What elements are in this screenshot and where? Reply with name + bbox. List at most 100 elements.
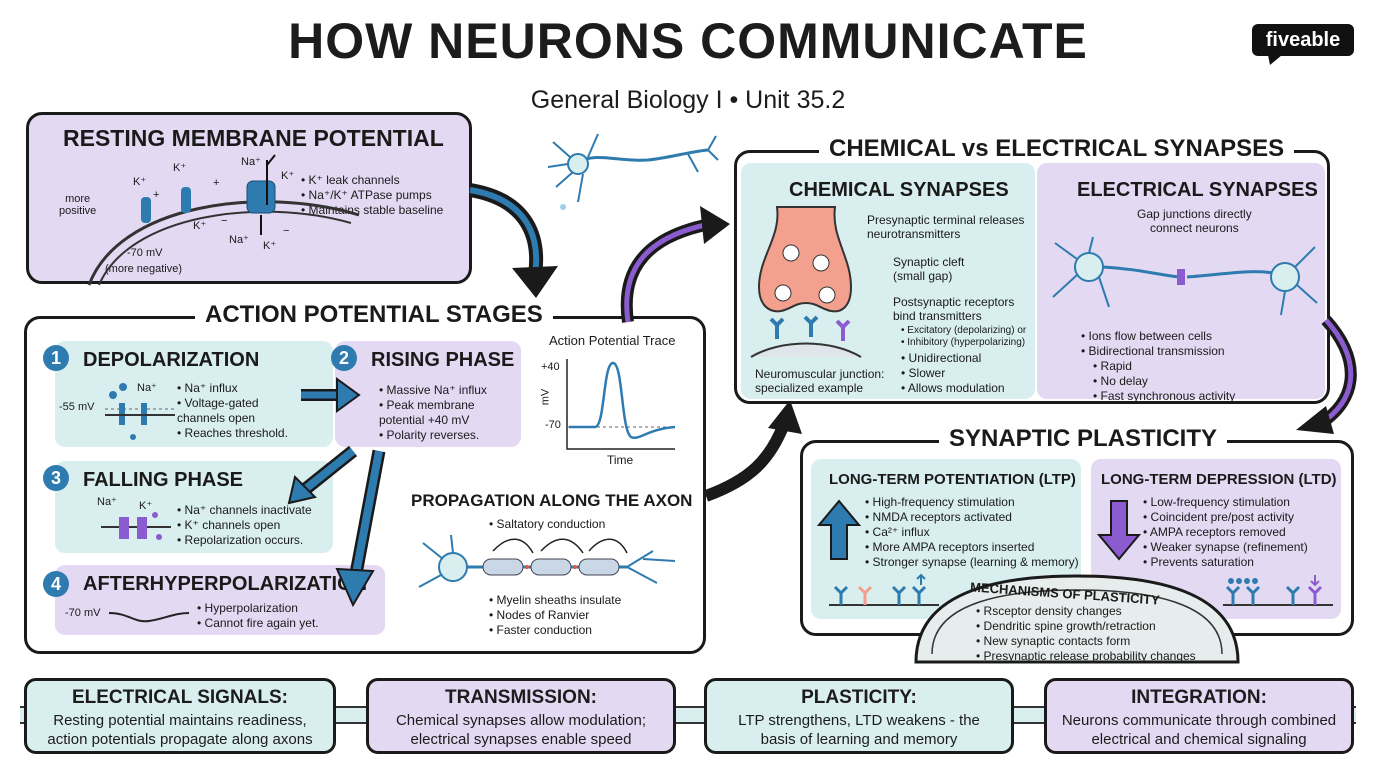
chemical-sub-bullets: Excitatory (depolarizing) or Inhibitory … (901, 325, 1026, 349)
stage-bullet: Massive Na⁺ influx (379, 383, 499, 398)
neuron-illustration (547, 133, 719, 210)
ltd-bullet: AMPA receptors removed (1143, 525, 1308, 540)
plus-sign: + (213, 177, 220, 189)
resting-bullets: K⁺ leak channels Na⁺/K⁺ ATPase pumps Mai… (301, 173, 444, 218)
stage-bullet: Na⁺ influx (177, 381, 297, 396)
ion-k-label: K⁺ (133, 176, 147, 188)
propagation-bullet: Faster conduction (489, 623, 621, 638)
stage-name: DEPOLARIZATION (83, 349, 260, 371)
stage-bullet: Repolarization occurs. (177, 533, 312, 548)
flow-arrow (468, 183, 558, 298)
stage-depolarization: 1 DEPOLARIZATION Na⁺ influx Voltage-gate… (43, 341, 333, 447)
electrical-sub-bullet: No delay (1081, 374, 1235, 389)
stage-arrow (301, 377, 361, 413)
stage-falling: 3 FALLING PHASE Na⁺ channels inactivate … (43, 461, 333, 553)
stage-bullet: Hyperpolarization (197, 601, 319, 616)
ltp-receptors (829, 573, 939, 606)
presynaptic-label: Presynaptic terminal releases neurotrans… (867, 213, 1025, 241)
propagation-bullet: Nodes of Ranvier (489, 608, 621, 623)
resting-bullet: K⁺ leak channels (301, 173, 443, 188)
threshold-label: -55 mV (59, 401, 95, 413)
electrical-sub-bullet: Rapid (1081, 359, 1235, 374)
mechanisms-bullets: Rsceptor density changes Dendritic spine… (976, 604, 1196, 664)
ion-na-label: Na⁺ (241, 156, 261, 168)
ltp-bullet: Stronger synapse (learning & memory) (865, 555, 1079, 570)
fiveable-logo: fiveable (1252, 24, 1354, 56)
electrical-bullet: Ions flow between cells (1081, 329, 1235, 344)
summary-text: Resting potential maintains readiness, a… (47, 712, 313, 748)
summary-text: LTP strengthens, LTD weakens - the basis… (738, 712, 980, 748)
ltp-bullet: NMDA receptors activated (865, 510, 1079, 525)
summary-text: Neurons communicate through combined ele… (1061, 712, 1337, 748)
stage-name: AFTERHYPERPOLARIZATION (83, 573, 368, 595)
chemical-sub-bullet: Excitatory (depolarizing) or (901, 325, 1026, 337)
chemical-bullet: Allows modulation (901, 381, 1005, 396)
mechanisms-bullet: New synaptic contacts form (976, 634, 1196, 649)
ap-stages-panel: ACTION POTENTIAL STAGES 1 DEPOLARIZATION… (24, 301, 706, 654)
trace-ylabel: mV (539, 388, 552, 406)
down-arrow-icon (1096, 500, 1142, 561)
summary-title: ELECTRICAL SIGNALS: (71, 687, 289, 708)
summary-text: Chemical synapses allow modulation; elec… (395, 712, 647, 748)
electrical-bullet: Bidirectional transmission (1081, 344, 1235, 359)
ltp-bullet: More AMPA receptors inserted (865, 540, 1079, 555)
ltp-box: LONG-TERM POTENTIATION (LTP) High-freque… (811, 459, 1081, 619)
ltp-bullets: High-frequency stimulation NMDA receptor… (865, 495, 1079, 570)
more-negative-label: (more negative) (105, 263, 183, 275)
chemical-bullet: Unidirectional (901, 351, 1005, 366)
ltd-receptors (1223, 575, 1333, 606)
gap-junction-label: Gap junctions directly connect neurons (1137, 207, 1252, 235)
resting-voltage: -70 mV (127, 247, 163, 259)
ion-k-label: K⁺ (193, 220, 207, 232)
ion-k-label: K⁺ (173, 162, 187, 174)
plus-sign: + (153, 189, 160, 201)
ion-na-label: Na⁺ (229, 234, 249, 246)
stage-rising: 2 RISING PHASE Massive Na⁺ influx Peak m… (331, 341, 521, 447)
synapses-title: CHEMICAL vs ELECTRICAL SYNAPSES (819, 135, 1295, 163)
ion-na-label: Na⁺ (97, 496, 117, 508)
ion-k-label: K⁺ (263, 240, 277, 252)
up-arrow-icon (816, 499, 862, 560)
chemical-sub-bullet: Inhibitory (hyperpolarizing) (901, 337, 1026, 349)
summary-electrical: ELECTRICAL SIGNALS: Resting potential ma… (24, 678, 336, 754)
stage-number: 1 (43, 345, 69, 371)
stage-afterhyperpolarization: 4 AFTERHYPERPOLARIZATION Hyperpolarizati… (43, 565, 385, 635)
stage-bullet: K⁺ channels open (177, 518, 312, 533)
stage-bullet: Voltage-gated channels open (177, 396, 297, 426)
ltp-bullet: Ca²⁺ influx (865, 525, 1079, 540)
stage-arrow (335, 449, 386, 608)
chemical-synapses: CHEMICAL SYNAPSES Presynaptic terminal r… (741, 163, 1035, 399)
propagation-title: PROPAGATION ALONG THE AXON (411, 491, 693, 510)
stage-bullets: Hyperpolarization Cannot fire again yet. (197, 601, 319, 631)
stage-bullet: Polarity reverses. (379, 428, 499, 443)
chemical-synapse-diagram (750, 206, 862, 358)
synapses-panel: CHEMICAL vs ELECTRICAL SYNAPSES CHEMICAL… (734, 135, 1330, 404)
summary-integration: INTEGRATION: Neurons communicate through… (1044, 678, 1354, 754)
summary-connector (20, 706, 1356, 724)
resting-bullet: Maintains stable baseline (301, 203, 444, 218)
electrical-synapses: ELECTRICAL SYNAPSES Gap junctions direct… (1037, 163, 1325, 403)
page-title: HOW NEURONS COMMUNICATE (288, 13, 1088, 69)
electrical-title: ELECTRICAL SYNAPSES (1077, 179, 1318, 201)
electrical-bullets: Ions flow between cells Bidirectional tr… (1081, 329, 1236, 404)
stage-arrow (287, 445, 358, 505)
ltd-bullets: Low-frequency stimulation Coincident pre… (1143, 495, 1308, 570)
trace-title: Action Potential Trace (549, 333, 676, 348)
mechanisms-bullet: Presynaptic release probability changes (976, 649, 1196, 664)
ltd-title: LONG-TERM DEPRESSION (LTD) (1101, 471, 1337, 488)
ltp-title: LONG-TERM POTENTIATION (LTP) (829, 471, 1076, 488)
ion-na-label: Na⁺ (137, 382, 157, 394)
resting-title: RESTING MEMBRANE POTENTIAL (63, 125, 444, 151)
minus-sign: − (221, 215, 228, 227)
ion-k-label: K⁺ (281, 170, 295, 182)
ltd-bullet: Weaker synapse (refinement) (1143, 540, 1308, 555)
stage-bullet: Reaches threshold. (177, 426, 297, 441)
depolarization-icon (105, 383, 175, 440)
ltp-bullet: High-frequency stimulation (865, 495, 1079, 510)
summary-title: INTEGRATION: (1131, 687, 1267, 708)
resting-level-label: -70 mV (65, 607, 101, 619)
propagation-top: Saltatory conduction (489, 517, 606, 532)
summary-title: PLASTICITY: (801, 687, 917, 708)
ltd-bullet: Coincident pre/post activity (1143, 510, 1308, 525)
postsynaptic-label: Postsynaptic receptors bind transmitters (893, 295, 1015, 323)
